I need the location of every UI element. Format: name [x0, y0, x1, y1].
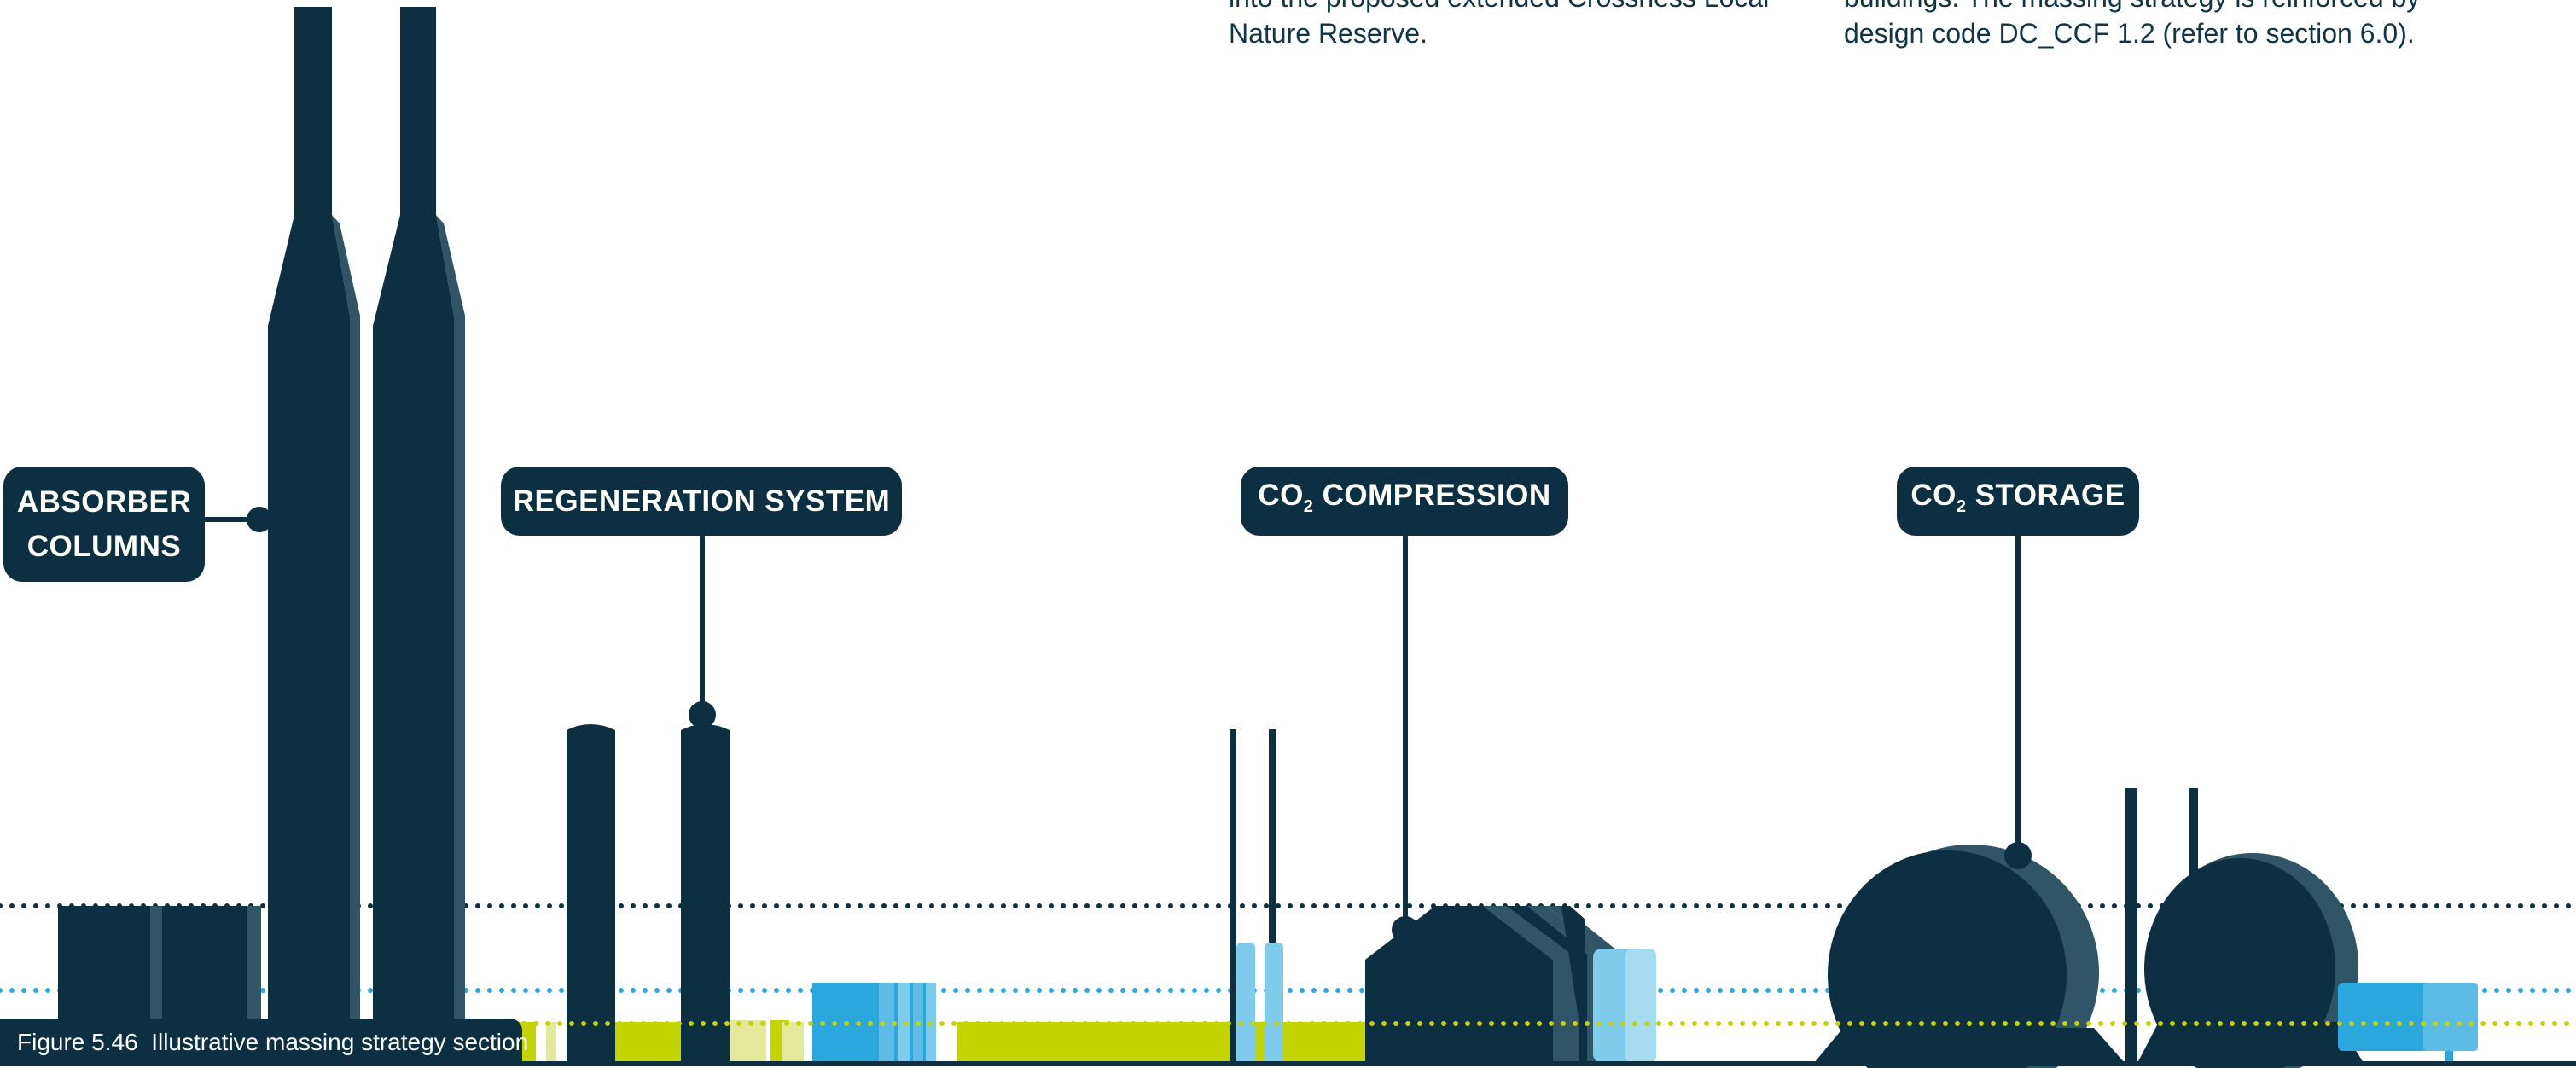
- storage-sphere-right: [2137, 853, 2364, 1068]
- subscript: 2: [1956, 497, 1967, 516]
- intro-paragraph-left: into the proposed extended Crossness Loc…: [1229, 0, 1769, 51]
- callout-label: REGENERATION SYSTEM: [512, 484, 891, 518]
- callout-co2-compression: CO2 COMPRESSION: [1241, 467, 1568, 536]
- chemical-formula: CO: [1258, 479, 1304, 512]
- compression-tank: [1593, 949, 1656, 1063]
- storage-blue-tank: [2338, 983, 2478, 1063]
- blue-tank-group: [812, 983, 936, 1063]
- intro-paragraph-right: buildings. The massing strategy is reinf…: [1844, 0, 2420, 51]
- ground-line: [0, 1061, 2576, 1066]
- regeneration-leader: [689, 536, 716, 728]
- paragraph-line: design code DC_CCF 1.2 (refer to section…: [1844, 18, 2415, 49]
- figure-number: Figure 5.46: [17, 1029, 138, 1055]
- compression-stacks: [1230, 729, 1283, 1063]
- callout-label: COMPRESSION: [1313, 479, 1551, 512]
- callout-absorber-columns: ABSORBER COLUMNS: [3, 467, 205, 582]
- paragraph-line: Nature Reserve.: [1229, 18, 1428, 49]
- absorber-columns: [268, 7, 465, 1063]
- storage-leader: [2004, 536, 2032, 869]
- figure-title: Illustrative massing strategy section: [151, 1029, 529, 1055]
- compression-leader: [1392, 536, 1419, 943]
- callout-line: COLUMNS: [26, 529, 182, 563]
- callout-co2-storage: CO2 STORAGE: [1897, 467, 2139, 536]
- chemical-formula: CO: [1910, 479, 1957, 512]
- storage-sphere-left: [1814, 845, 2125, 1068]
- callout-label: STORAGE: [1966, 479, 2125, 512]
- subscript: 2: [1303, 497, 1314, 516]
- figure-caption: Figure 5.46 Illustrative massing strateg…: [0, 1019, 528, 1066]
- storage-stacks: [2125, 788, 2198, 1063]
- paragraph-line: into the proposed extended Crossness Loc…: [1229, 0, 1769, 15]
- absorber-leader: [201, 507, 272, 532]
- callout-regeneration-system: REGENERATION SYSTEM: [501, 467, 902, 536]
- callout-line: ABSORBER: [16, 485, 192, 519]
- paragraph-line: buildings. The massing strategy is reinf…: [1844, 0, 2420, 15]
- regeneration-towers: [567, 724, 730, 1063]
